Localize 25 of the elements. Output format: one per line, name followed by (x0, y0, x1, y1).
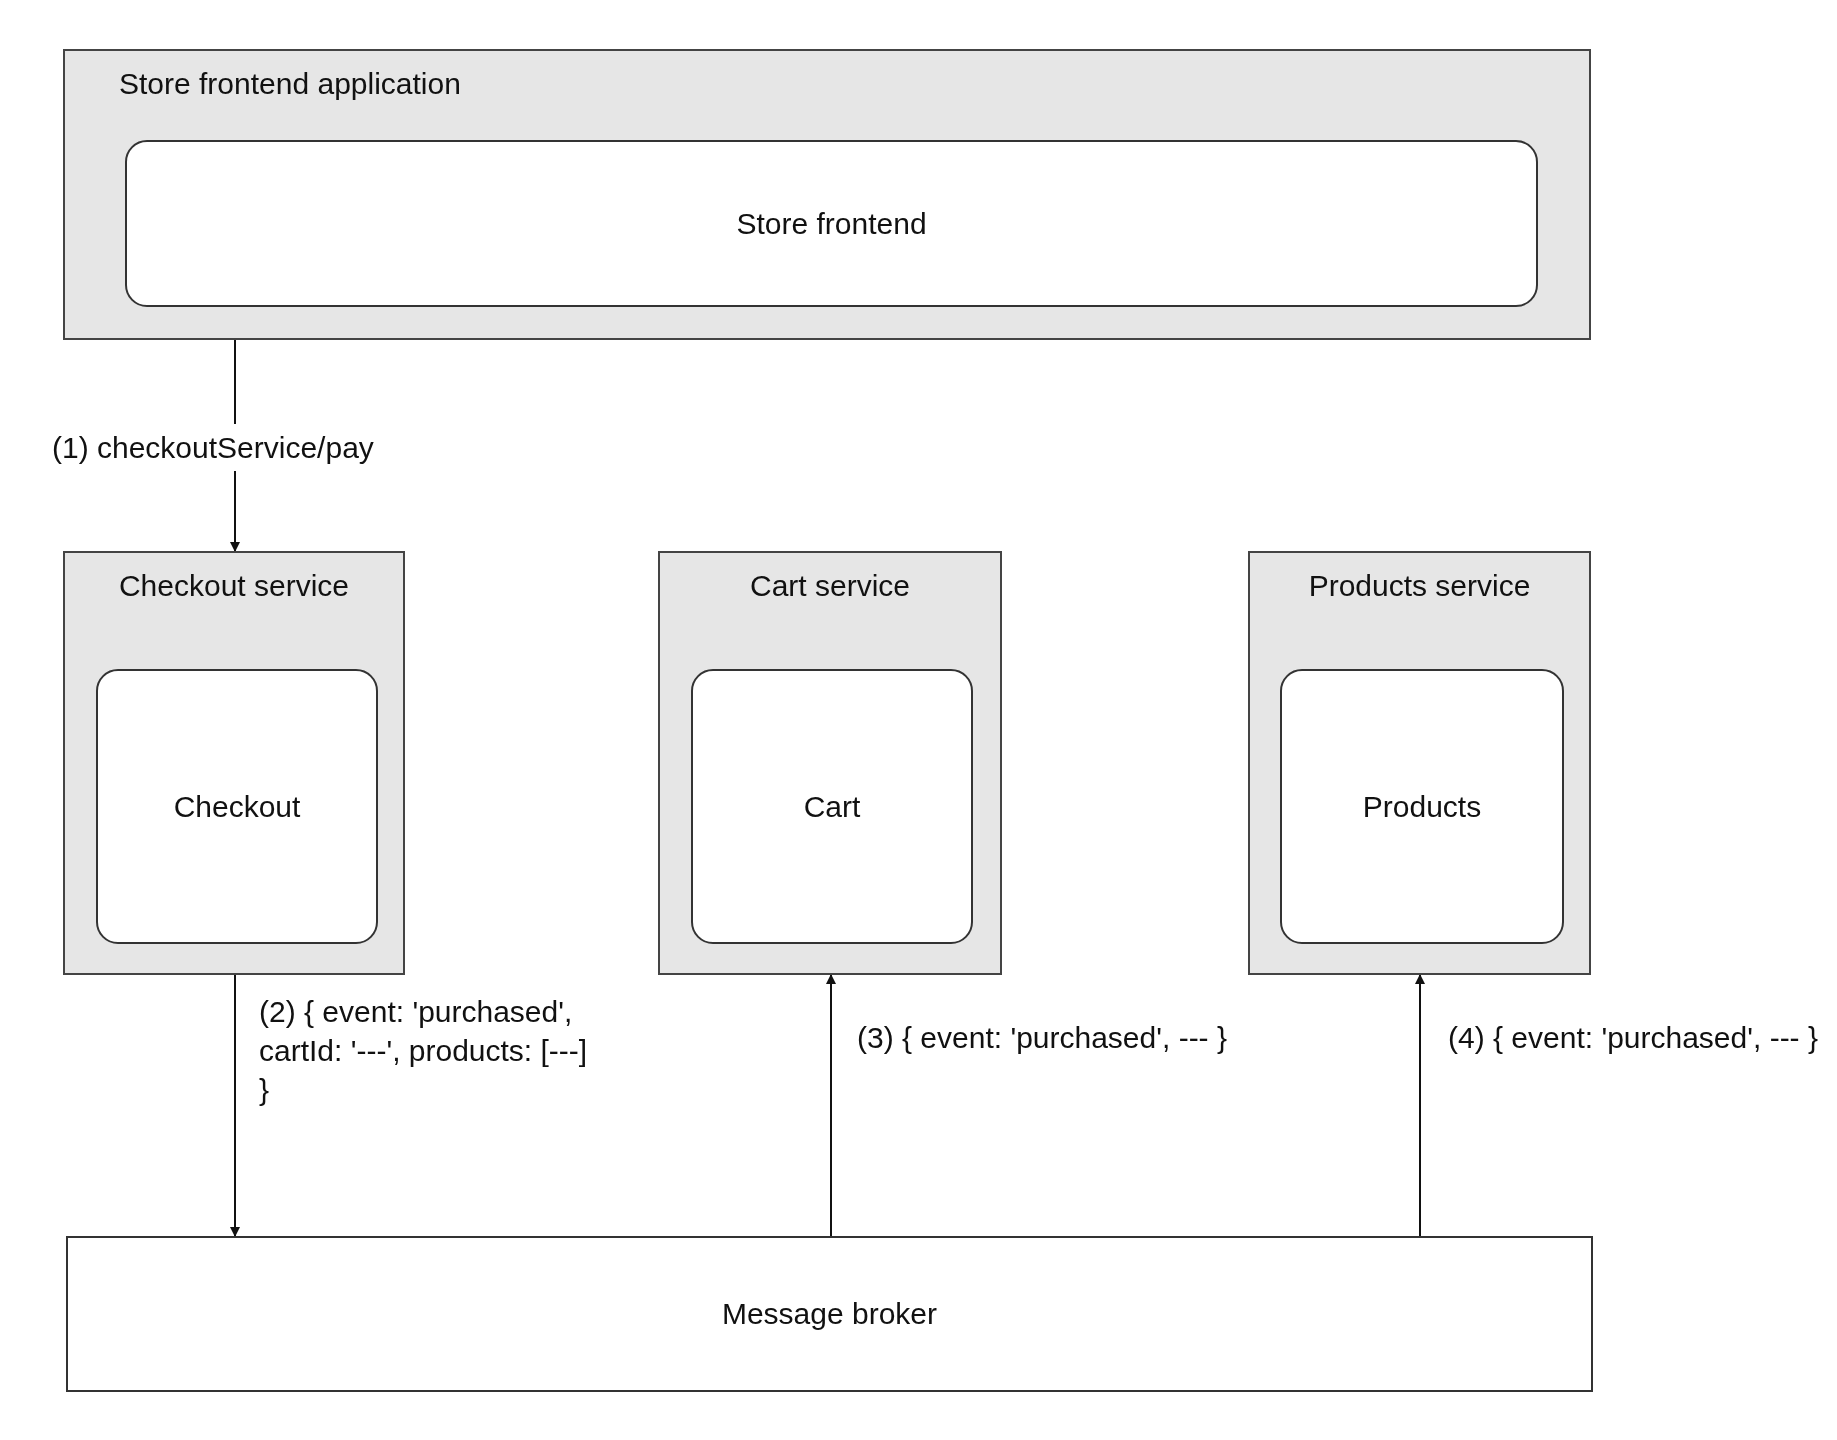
edge-label: (4) { event: 'purchased', --- } (1448, 1020, 1819, 1056)
box-label: Products (1362, 788, 1482, 825)
component-box (125, 140, 1538, 307)
container-heading: Checkout service (117, 568, 351, 604)
component-box (96, 669, 378, 944)
box-label: Message broker (721, 1296, 938, 1333)
component-box (691, 669, 973, 944)
arrow (230, 974, 240, 1237)
container-heading: Products service (1307, 568, 1532, 604)
edge-label: (1) checkoutService/pay (52, 424, 374, 471)
box-label: Cart (803, 788, 861, 825)
service-container (63, 551, 405, 975)
service-container (1248, 551, 1591, 975)
service-container (63, 49, 1591, 340)
broker-box (66, 1236, 1593, 1392)
arrow (826, 974, 836, 1237)
box-label: Checkout (173, 788, 301, 825)
edge-label: (2) { event: 'purchased', cartId: '---', products: [---] } (259, 994, 589, 1108)
container-heading: Store frontend application (119, 66, 461, 102)
arrow (1415, 974, 1425, 1237)
service-container (658, 551, 1002, 975)
component-box (1280, 669, 1564, 944)
edge-label: (3) { event: 'purchased', --- } (857, 1020, 1228, 1056)
container-heading: Cart service (748, 568, 911, 604)
box-label: Store frontend (736, 205, 927, 242)
